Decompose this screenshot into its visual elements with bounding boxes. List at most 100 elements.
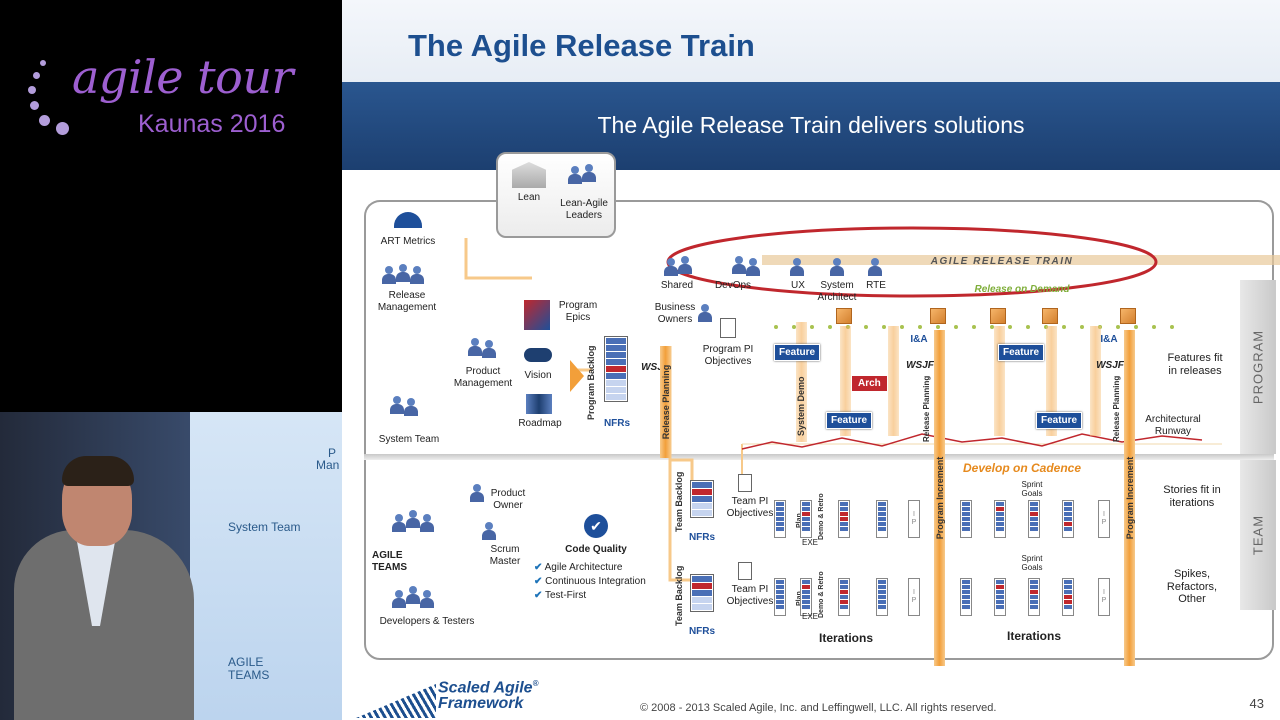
train-role-shared: Shared <box>654 280 700 292</box>
iterations-label: Iterations <box>796 632 896 646</box>
release-package-icon <box>1042 308 1058 324</box>
roadmap-label: Roadmap <box>512 418 568 430</box>
sprint-backlog-icon <box>1062 578 1074 616</box>
demo-retro-label: Demo & Retro <box>818 493 825 540</box>
sprint-backlog-icon <box>774 500 786 538</box>
presentation-slide: The Agile Release Train The Agile Releas… <box>342 0 1280 720</box>
background-screen: System Team AGILE TEAMS P Man <box>190 412 342 720</box>
release-on-demand-label: Release on Demand <box>966 284 1078 296</box>
agile-team-icon <box>392 514 406 532</box>
event-branding: agile tour Kaunas 2016 <box>0 0 342 412</box>
feature-badge: Feature <box>826 412 872 429</box>
train-role-architect: System Architect <box>812 280 862 303</box>
agile-team-icon <box>406 510 420 528</box>
sprint-backlog-icon <box>1028 500 1040 538</box>
wsjf-label: WSJF <box>1094 360 1126 372</box>
stories-fit-label: Stories fit in iterations <box>1156 484 1228 509</box>
iterations-label: Iterations <box>984 630 1084 644</box>
agile-team-icon <box>420 514 434 532</box>
program-nfrs-label: NFRs <box>598 418 636 430</box>
program-increment-label: Program Increment <box>935 457 945 540</box>
sprint-backlog-icon <box>994 500 1006 538</box>
program-epics-icon <box>524 300 550 330</box>
ux-icon <box>790 258 804 276</box>
release-planning-vert-label: Release Planning <box>922 376 931 442</box>
team-backlog-icon <box>690 480 714 518</box>
scrum-master-label: Scrum Master <box>482 544 528 567</box>
screen-label: Man <box>316 458 339 472</box>
arch-badge: Arch <box>852 376 887 391</box>
sprint-backlog-icon <box>1028 578 1040 616</box>
sprint-backlog-icon <box>876 500 888 538</box>
screen-label: System Team <box>228 520 300 534</box>
sprint-goals-label: Sprint Goals <box>1012 554 1052 572</box>
sprint-backlog-icon <box>876 578 888 616</box>
release-mgmt-icon <box>382 266 396 284</box>
quality-item: ✔ Agile Architecture <box>534 562 674 574</box>
document-icon <box>720 318 736 338</box>
scrum-master-icon <box>482 522 496 540</box>
art-metrics-label: ART Metrics <box>372 236 444 248</box>
screen-label: AGILE TEAMS <box>228 656 288 682</box>
developer-icon <box>392 590 406 608</box>
binoculars-icon <box>524 348 552 362</box>
vision-label: Vision <box>518 370 558 382</box>
sprint-backlog-icon <box>960 578 972 616</box>
shared-icon <box>664 258 678 276</box>
program-epics-label: Program Epics <box>550 300 606 323</box>
team-pi-objectives-label: Team PI Objectives <box>726 496 774 519</box>
team-backlog-icon <box>690 574 714 612</box>
exe-label: EXE <box>798 612 822 621</box>
document-icon <box>738 562 752 580</box>
sprint-backlog-icon <box>1062 500 1074 538</box>
devops-icon <box>732 256 746 274</box>
ip-iteration-icon <box>1098 578 1110 616</box>
team-nfrs-label: NFRs <box>686 626 718 638</box>
program-increment-label: Program Increment <box>1125 457 1135 540</box>
sprint-backlog-icon <box>838 500 850 538</box>
program-tab: PROGRAM <box>1240 280 1276 454</box>
system-team-label: System Team <box>368 434 450 446</box>
team-nfrs-label: NFRs <box>686 532 718 544</box>
release-mgmt-icon <box>396 264 410 282</box>
release-planning-vert-label: Release Planning <box>1112 376 1121 442</box>
release-package-icon <box>930 308 946 324</box>
rte-icon <box>868 258 882 276</box>
program-backlog-label: Program Backlog <box>586 345 596 420</box>
release-mgmt-icon <box>410 266 424 284</box>
sprint-backlog-icon <box>800 578 812 616</box>
iteration-bar <box>994 326 1005 436</box>
demo-retro-label: Demo & Retro <box>818 571 825 618</box>
shared-icon <box>678 256 692 274</box>
release-package-icon <box>836 308 852 324</box>
release-management-label: Release Management <box>370 290 444 313</box>
program-increment-bar: Program Increment <box>1124 330 1135 666</box>
sprint-backlog-icon <box>960 500 972 538</box>
speaker-hair <box>62 456 134 486</box>
feature-badge: Feature <box>774 344 820 361</box>
program-backlog-icon <box>604 336 628 402</box>
spikes-label: Spikes, Refactors, Other <box>1156 568 1228 606</box>
release-package-icon <box>1120 308 1136 324</box>
agile-teams-label: AGILE TEAMS <box>372 550 416 573</box>
art-diagram: Lean Lean-Agile Leaders AGILE RELEASE TR… <box>342 170 1280 670</box>
business-owners-label: Business Owners <box>650 302 700 325</box>
copyright-text: © 2008 - 2013 Scaled Agile, Inc. and Lef… <box>640 702 996 714</box>
arrow-right-icon <box>570 360 584 392</box>
sprint-backlog-icon <box>800 500 812 538</box>
tester-icon <box>420 590 434 608</box>
release-planning-bar: Release Planning <box>660 346 671 458</box>
code-quality-label: Code Quality <box>558 544 634 556</box>
event-subtitle: Kaunas 2016 <box>138 110 285 139</box>
wsjf-label: WSJF <box>904 360 936 372</box>
document-icon <box>738 474 752 492</box>
page-number: 43 <box>1250 696 1264 711</box>
event-title: agile tour <box>72 50 293 104</box>
ip-iteration-icon <box>908 578 920 616</box>
art-banner: AGILE RELEASE TRAIN <box>912 256 1092 268</box>
quality-item: ✔ Test-First <box>534 590 674 602</box>
team-tab: TEAM <box>1240 460 1276 610</box>
code-quality-icon: ✔ <box>584 514 608 538</box>
business-owner-icon <box>698 304 712 322</box>
scaled-agile-logo-text: Scaled Agile®Framework <box>438 680 538 711</box>
